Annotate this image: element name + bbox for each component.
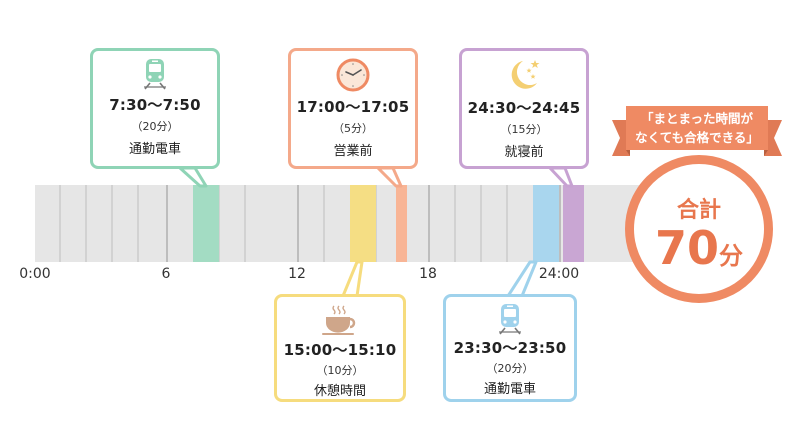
train-icon: [144, 59, 166, 90]
callout-commute-evening: 23:30〜23:50 （20分） 通勤電車: [443, 294, 577, 402]
gridline: [111, 185, 113, 262]
train-icon: [499, 304, 521, 335]
tick-label: 24:00: [538, 266, 580, 282]
gridline: [218, 185, 220, 262]
segment-break: [350, 185, 376, 262]
gridline: [506, 185, 508, 262]
total-number: 70: [654, 221, 719, 275]
gridline: [454, 185, 456, 262]
tick-label: 6: [161, 266, 171, 282]
gridline: [137, 185, 139, 262]
ribbon-banner: 「まとまった時間が なくても合格できる」: [626, 106, 768, 150]
clock-icon: [336, 58, 370, 92]
ribbon-line-2: なくても合格できる」: [635, 130, 759, 145]
callout-duration: （20分）: [486, 362, 534, 375]
tick-label: 0:00: [19, 266, 51, 282]
ribbon-line-1: 「まとまった時間が: [640, 111, 753, 126]
total-unit: 分: [719, 242, 743, 270]
callout-commute-morning: 7:30〜7:50 （20分） 通勤電車: [90, 48, 220, 169]
callout-time: 17:00〜17:05: [296, 98, 410, 116]
callout-label: 休憩時間: [313, 384, 366, 399]
coffee-cup-icon: [322, 305, 356, 335]
gridline: [59, 185, 61, 262]
callout-time: 7:30〜7:50: [109, 96, 201, 114]
gridline: [85, 185, 87, 262]
callout-duration: （10分）: [316, 364, 364, 377]
tick-label: 12: [288, 266, 306, 282]
callout-before-bed: 24:30〜24:45 （15分） 就寝前: [459, 48, 589, 169]
callout-time: 24:30〜24:45: [467, 99, 581, 117]
segment-before-bed: [563, 185, 584, 262]
callout-time: 23:30〜23:50: [453, 339, 567, 357]
callout-duration: （15分）: [500, 123, 548, 136]
total-circle: 合計 70分: [625, 155, 773, 303]
callout-duration: （5分）: [333, 122, 373, 135]
segment-before-work: [396, 185, 407, 262]
moon-stars-icon: [511, 60, 540, 89]
gridline: [323, 185, 325, 262]
callout-label: 営業前: [333, 144, 373, 159]
total-label: 合計: [676, 198, 721, 223]
timeline-bar: [35, 185, 650, 262]
gridline: [480, 185, 482, 262]
gridline: [166, 185, 168, 262]
total-value: 70分: [634, 224, 764, 272]
tick-label: 18: [419, 266, 437, 282]
slogan-ribbon: 「まとまった時間が なくても合格できる」: [612, 106, 782, 156]
callout-time: 15:00〜15:10: [283, 341, 397, 359]
callout-duration: （20分）: [131, 120, 179, 133]
gridline: [244, 185, 246, 262]
callout-before-work: 17:00〜17:05 （5分） 営業前: [288, 48, 418, 169]
callout-break: 15:00〜15:10 （10分） 休憩時間: [274, 294, 406, 402]
gridline: [297, 185, 299, 262]
callout-label: 通勤電車: [483, 382, 536, 397]
callout-label: 通勤電車: [128, 142, 181, 157]
gridline: [375, 185, 377, 262]
gridline: [559, 185, 561, 262]
segment-commute-morning: [193, 185, 219, 262]
gridline: [428, 185, 430, 262]
ribbon-tails: [612, 120, 782, 156]
segment-commute-evening: [533, 185, 559, 262]
callout-label: 就寝前: [504, 145, 544, 160]
